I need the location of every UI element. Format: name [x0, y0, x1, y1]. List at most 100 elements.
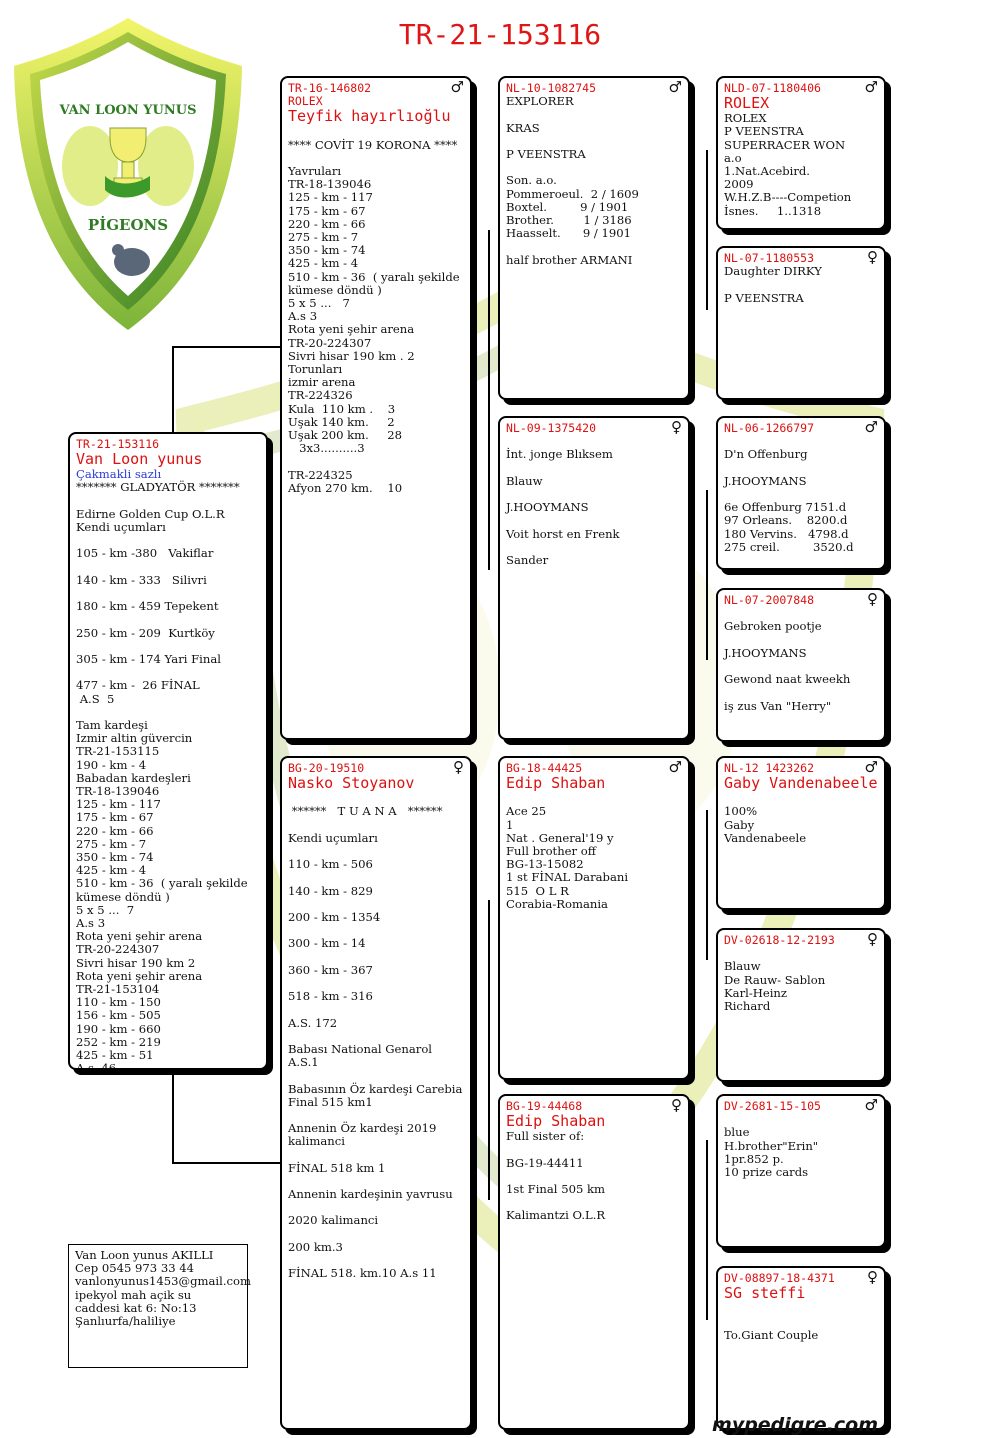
note-line [76, 561, 260, 574]
note-line: TR-18-139046 [76, 783, 160, 798]
pigeon-name: Edip Shaban [506, 774, 606, 793]
note-line: kümese döndü ) [76, 889, 170, 904]
note-line: Kula 110 km . 3 [288, 401, 396, 416]
note-line: Uşak 200 km. 28 [288, 428, 403, 443]
note-line: J.HOOYMANS [506, 500, 589, 515]
note-line: Voit horst en Frenk [506, 526, 620, 541]
note-line [724, 1302, 878, 1315]
note-line: Kendi uçumları [76, 520, 166, 534]
ring-number: BG-18-44425 [506, 761, 583, 775]
note-line: Gaby [724, 817, 755, 832]
note-line: Kalimantzi O.L.R [506, 1208, 606, 1223]
pedigree-title: TR-21-153116 [398, 18, 602, 51]
note-line: 477 - km - 26 FİNAL [76, 678, 200, 693]
note-line: 200 - km - 1354 [288, 909, 381, 924]
note-line: Gebroken pootje [724, 619, 822, 634]
male-icon: ♂ [864, 418, 878, 436]
note-line [724, 462, 878, 475]
ring-number: DV-2681-15-105 [724, 1099, 821, 1113]
note-line: 97 Orleans. 8200.d [724, 513, 848, 528]
note-line: KRAS [506, 120, 540, 135]
note-line: A.S 5 [76, 691, 115, 706]
note-line: 250 - km - 209 Kurtköy [76, 625, 215, 640]
note-line: **** COVİT 19 KORONA **** [288, 137, 458, 152]
note-line [724, 634, 878, 647]
connector-main-dam-h [172, 1162, 282, 1164]
contact-line: Van Loon yunus AKILLI [75, 1248, 214, 1262]
note-line [506, 1170, 682, 1183]
note-line: 175 - km - 67 [288, 203, 366, 218]
note-line [288, 898, 464, 911]
note-line [76, 640, 260, 653]
note-line: Sander [506, 552, 549, 567]
female-icon: ♀ [453, 758, 464, 776]
pigeon-name: Gaby Vandenabeele [724, 774, 878, 793]
note-line: a.o [724, 150, 742, 165]
note-line: 175 - km - 67 [76, 810, 154, 825]
note-line: TR-21-153104 [76, 982, 160, 996]
pigeon-name: SG steffi [724, 1284, 806, 1303]
note-line: SUPERRACER WON [724, 137, 846, 152]
note-line: 6e Offenburg 7151.d [724, 500, 847, 515]
female-icon: ♀ [867, 590, 878, 608]
note-line [288, 1030, 464, 1043]
note-line: Gewond naat kweekh [724, 672, 851, 687]
ring-number: NL-10-1082745 [506, 81, 597, 95]
contact-box: Van Loon yunus AKILLI Cep 0545 973 33 44… [68, 1244, 251, 1368]
note-line: 425 - km - 4 [76, 863, 147, 878]
note-line: Afyon 270 km. 10 [288, 480, 403, 495]
note-line [506, 1143, 682, 1156]
ring-number: DV-08897-18-4371 [724, 1271, 835, 1285]
note-line: 2020 kalimanci [288, 1213, 379, 1228]
note-line [76, 495, 260, 508]
note-line: BG-19-44411 [506, 1155, 584, 1170]
note-line: ROLEX [724, 111, 767, 126]
note-line [288, 1003, 464, 1016]
note-line: 1st Final 505 km [506, 1181, 606, 1196]
note-line: Rota yeni şehir arena [76, 929, 203, 944]
note-line: 1 [506, 817, 514, 832]
note-line: 190 - km - 4 [76, 757, 147, 772]
note-line: Sivri hisar 190 km 2 [76, 955, 196, 970]
note-line: 180 Vervins. 4798.d [724, 526, 849, 541]
note-line [506, 108, 682, 121]
note-line [506, 462, 682, 475]
ring-number: NL-06-1266797 [724, 421, 815, 435]
note-line: BG-13-15082 [506, 857, 584, 872]
note-line: Babasının Öz kardeşi Carebia [288, 1081, 463, 1096]
ring-number: NL-12 1423262 [724, 761, 815, 775]
note-line: 425 - km - 4 [288, 256, 359, 271]
logo-top-text: VAN LOON YUNUS [59, 103, 197, 118]
note-line: Izmir altin güvercin [76, 731, 193, 746]
note-line: A.s 46 [76, 1061, 117, 1070]
female-icon: ♀ [671, 1096, 682, 1114]
note-line: 350 - km - 74 [288, 243, 366, 258]
note-line: 156 - km - 505 [76, 1008, 161, 1023]
note-line: Vandenabeele [724, 830, 807, 845]
ring-number: DV-02618-12-2193 [724, 933, 835, 947]
note-line: 350 - km - 74 [76, 849, 154, 864]
note-line: Rota yeni şehir arena [76, 968, 203, 983]
note-line: 125 - km - 117 [288, 190, 373, 205]
note-line: 3x3..........3 [288, 441, 365, 456]
footer-brand[interactable]: mypedigre.com [712, 1414, 878, 1436]
